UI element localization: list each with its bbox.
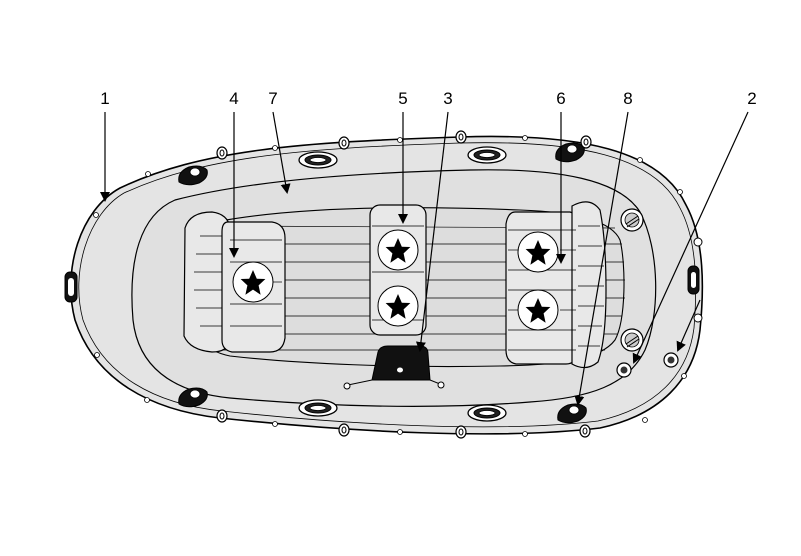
middle-seat: [369, 204, 427, 336]
valve-icon: [663, 352, 679, 368]
valve-icon: [620, 208, 644, 232]
leader-2a: [632, 111, 749, 364]
leader-3: [415, 111, 449, 352]
callout-4: 4: [229, 89, 238, 108]
rope-dots: [93, 135, 687, 437]
leader-2b: [676, 299, 701, 352]
oarlock-icon: [298, 151, 338, 169]
callout-7: 7: [268, 89, 277, 108]
callout-1: 1: [100, 89, 109, 108]
rope-eyelet-icon: [693, 237, 703, 323]
valve-icon: [616, 362, 632, 378]
valve-icon: [620, 328, 644, 352]
bow-handle-icon: [64, 271, 78, 303]
callout-6: 6: [556, 89, 565, 108]
callout-3: 3: [443, 89, 452, 108]
oarlock-icon: [298, 399, 338, 417]
stern-handle-icon: [687, 265, 700, 295]
callout-2: 2: [747, 89, 756, 108]
leader-8: [574, 111, 629, 406]
leader-7: [272, 111, 291, 194]
callout-8: 8: [623, 89, 632, 108]
callout-5: 5: [398, 89, 407, 108]
callout-numbers: 1 2 3 4 5 6 7 8: [100, 89, 756, 108]
callout-leaders: [100, 111, 749, 406]
oarlock-icon: [467, 146, 507, 164]
oarlock-icon: [467, 404, 507, 422]
right-seat: [505, 201, 607, 369]
